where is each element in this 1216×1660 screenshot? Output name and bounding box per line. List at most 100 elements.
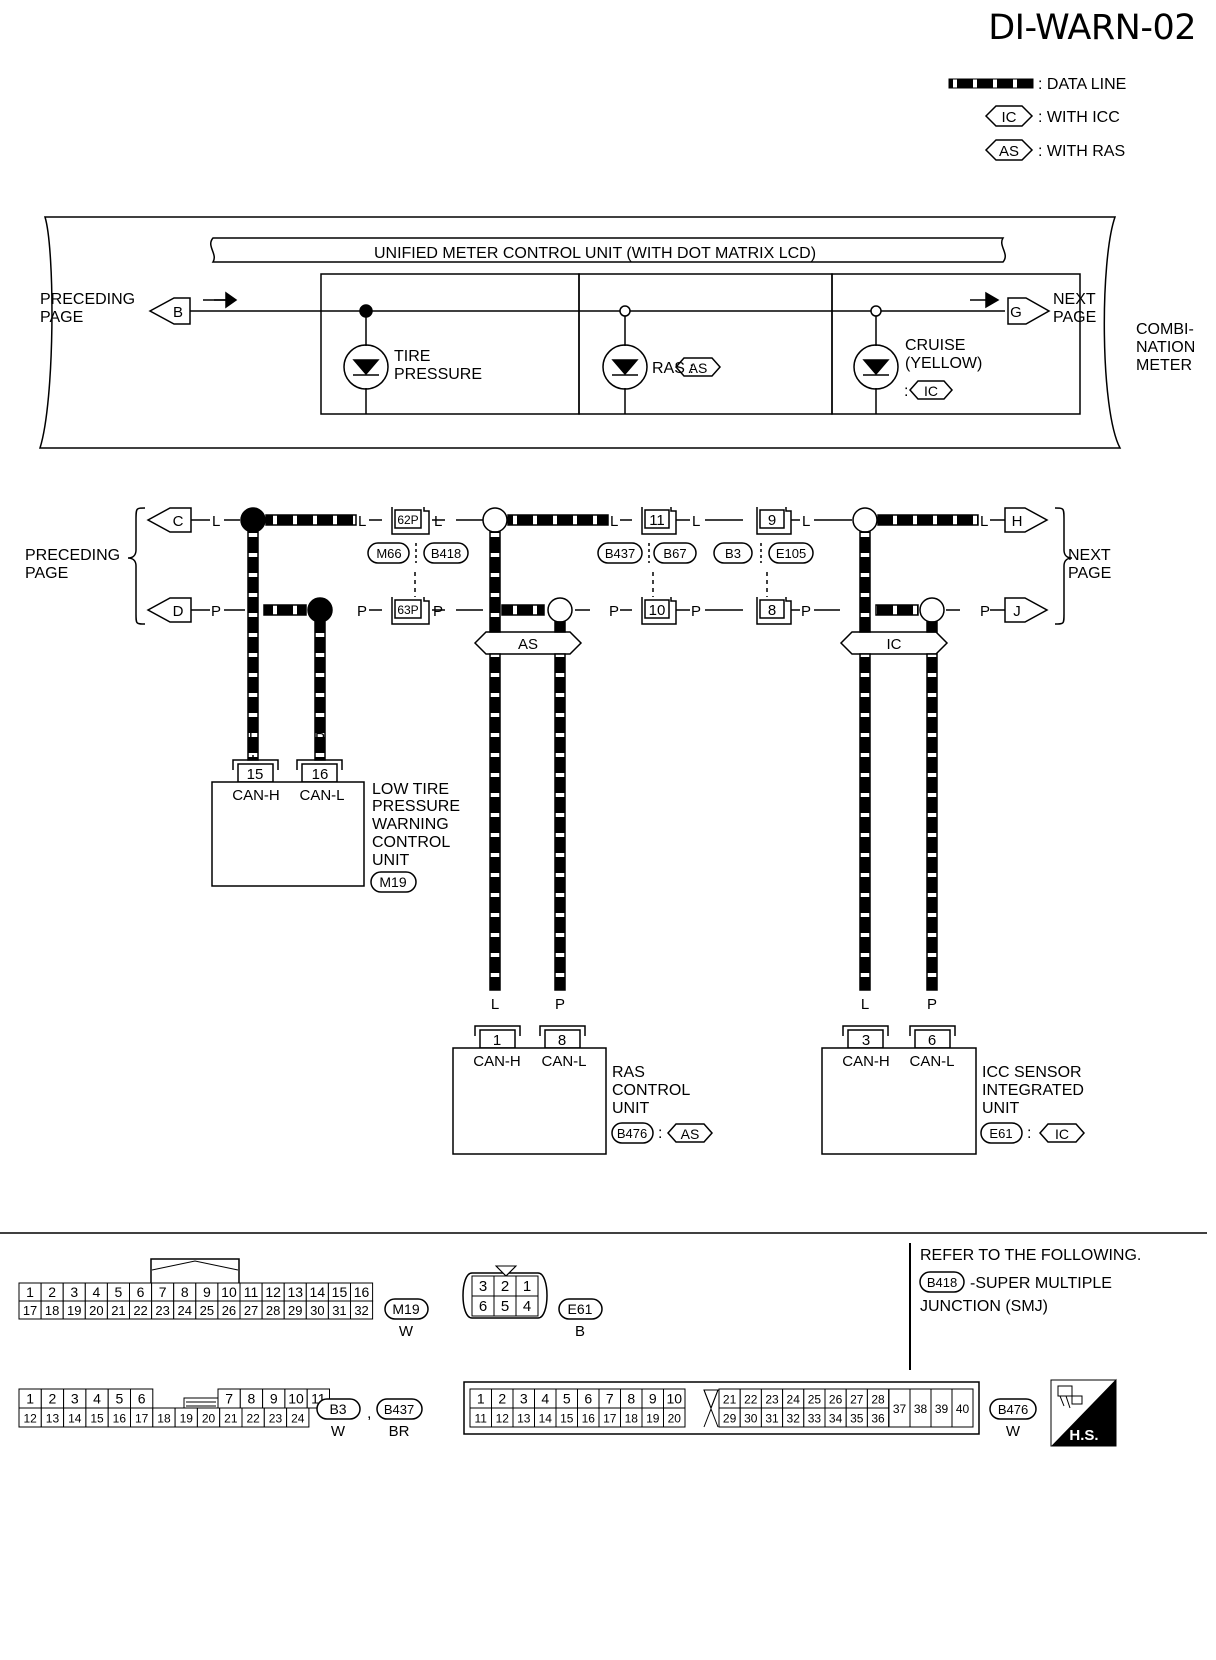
m19-pin: 4	[92, 1284, 100, 1300]
l-splice-icc	[852, 507, 878, 533]
icc-pin-h: 3	[862, 1032, 870, 1049]
v-ras-p	[554, 653, 566, 991]
p-splice-tpms	[307, 597, 333, 623]
tpms-box	[211, 781, 365, 887]
b476-pin: 39	[935, 1402, 949, 1416]
ref-c-arrow	[146, 507, 192, 533]
b3-id-oval	[316, 1398, 361, 1420]
can-bus	[127, 507, 1073, 991]
m19-latch-mark	[151, 1260, 239, 1271]
b476-pin: 21	[723, 1393, 737, 1407]
b476-key-lines	[703, 1389, 719, 1428]
m19-pin: 12	[265, 1284, 281, 1300]
m19-pin: 14	[310, 1284, 326, 1300]
b3-pin: 20	[202, 1412, 216, 1426]
conn-e105: E105	[776, 546, 806, 561]
p-label-6: P	[801, 603, 811, 620]
meter-combi-2: NATION	[1136, 339, 1195, 356]
meter-preceding-page: PAGE	[40, 309, 83, 326]
b476-pin: 4	[541, 1391, 549, 1407]
b476-pin: 7	[606, 1391, 614, 1407]
l-label-7: L	[980, 513, 988, 530]
b476-pin: 17	[603, 1412, 617, 1426]
legend-with-icc: : WITH ICC	[1038, 109, 1120, 126]
legend-data-line-swatch	[948, 78, 1034, 89]
ras-can-h: CAN-H	[473, 1053, 521, 1070]
legend-ic-abbr: IC	[1002, 109, 1017, 126]
conn-11-inner	[644, 509, 670, 529]
hs-harness-icon	[1057, 1385, 1083, 1409]
e61-pin: 1	[523, 1278, 531, 1295]
l-dataline-1	[265, 514, 357, 526]
ras-unit	[452, 1025, 714, 1155]
b476-pin: 6	[584, 1391, 592, 1407]
b476-pin: 32	[787, 1412, 801, 1426]
icc-name-3: UNIT	[982, 1100, 1020, 1117]
p-label-4: P	[609, 603, 619, 620]
b3-pin: 17	[135, 1412, 149, 1426]
conn-10-inner	[644, 599, 670, 619]
conn-8-inner	[759, 599, 785, 619]
b3-pin: 12	[23, 1412, 37, 1426]
bus-conn-ids	[367, 542, 814, 564]
ref-c: C	[173, 513, 184, 530]
b476-pin: 18	[625, 1412, 639, 1426]
m19-pin: 27	[244, 1303, 258, 1318]
b476-pin: 35	[850, 1412, 864, 1426]
combination-meter	[38, 216, 1122, 449]
conn-b437-oval	[597, 542, 643, 564]
b3-pin: 7	[225, 1391, 233, 1407]
b476-pin: 10	[666, 1391, 682, 1407]
ras-pin-l-frame	[539, 1025, 586, 1036]
legend-as-tag	[984, 139, 1034, 161]
b476-pin: 28	[871, 1393, 885, 1407]
conn-9-inner	[759, 509, 785, 529]
conn-b67: B67	[663, 546, 686, 561]
conn-b418-oval	[423, 542, 469, 564]
conn-m66-oval	[367, 542, 410, 564]
legend-ic-tag	[984, 105, 1034, 127]
meter-junction-ras	[619, 305, 631, 317]
meter-ras-tag-text: AS	[689, 360, 708, 376]
b476-pin: 15	[560, 1412, 574, 1426]
meter-next: NEXT	[1053, 291, 1096, 308]
ras-wire-p: P	[555, 996, 565, 1013]
connector-face-labels: M19 W E61 B B3 W , B437 BR B476 W REFER …	[316, 1247, 1141, 1444]
ras-name-3: UNIT	[612, 1100, 650, 1117]
b3-pin: 1	[26, 1391, 34, 1407]
can-preceding: PRECEDING	[25, 547, 120, 564]
meter-prev-ref: B	[173, 304, 183, 321]
tpms-conn-oval	[370, 871, 417, 893]
tpms-wire-l: L	[249, 730, 257, 747]
m19-pin: 7	[159, 1284, 167, 1300]
meter-section-cruise	[831, 273, 1081, 415]
l-label-5: L	[692, 513, 700, 530]
icc-conn-tag	[1038, 1123, 1086, 1143]
tpms-can-l: CAN-L	[299, 787, 344, 804]
m19-pin: 23	[155, 1303, 169, 1318]
m19-pin: 26	[222, 1303, 236, 1318]
icc-box	[821, 1047, 977, 1155]
icc-conn: E61	[989, 1126, 1012, 1141]
m19-pin: 21	[111, 1303, 125, 1318]
b3-pin: 4	[93, 1391, 101, 1407]
b476-pin: 1	[477, 1391, 485, 1407]
p-label-7: P	[980, 603, 990, 620]
tpms-pin-h-frame	[232, 759, 279, 770]
p-label-5: P	[691, 603, 701, 620]
b476-cell	[951, 1388, 974, 1428]
conn-m66: M66	[376, 546, 401, 561]
m19-pin: 20	[89, 1303, 103, 1318]
m19-pin: 9	[203, 1284, 211, 1300]
tpms-unit-labels: L P 15 16 CAN-H CAN-L LOW TIRE PRESSURE …	[232, 730, 460, 890]
tpms-pin-l-frame	[296, 759, 343, 770]
meter-next-ref-arrow	[1007, 297, 1051, 325]
refer-line-2: -SUPER MULTIPLE	[970, 1275, 1112, 1292]
ref-j: J	[1013, 603, 1021, 620]
b3-pin: 18	[157, 1412, 171, 1426]
e61-color: B	[575, 1323, 585, 1340]
b476-color: W	[1006, 1423, 1021, 1440]
v-icc-p	[926, 653, 938, 991]
icc-name-2: INTEGRATED	[982, 1082, 1084, 1099]
tpms-name-4: CONTROL	[372, 834, 450, 851]
